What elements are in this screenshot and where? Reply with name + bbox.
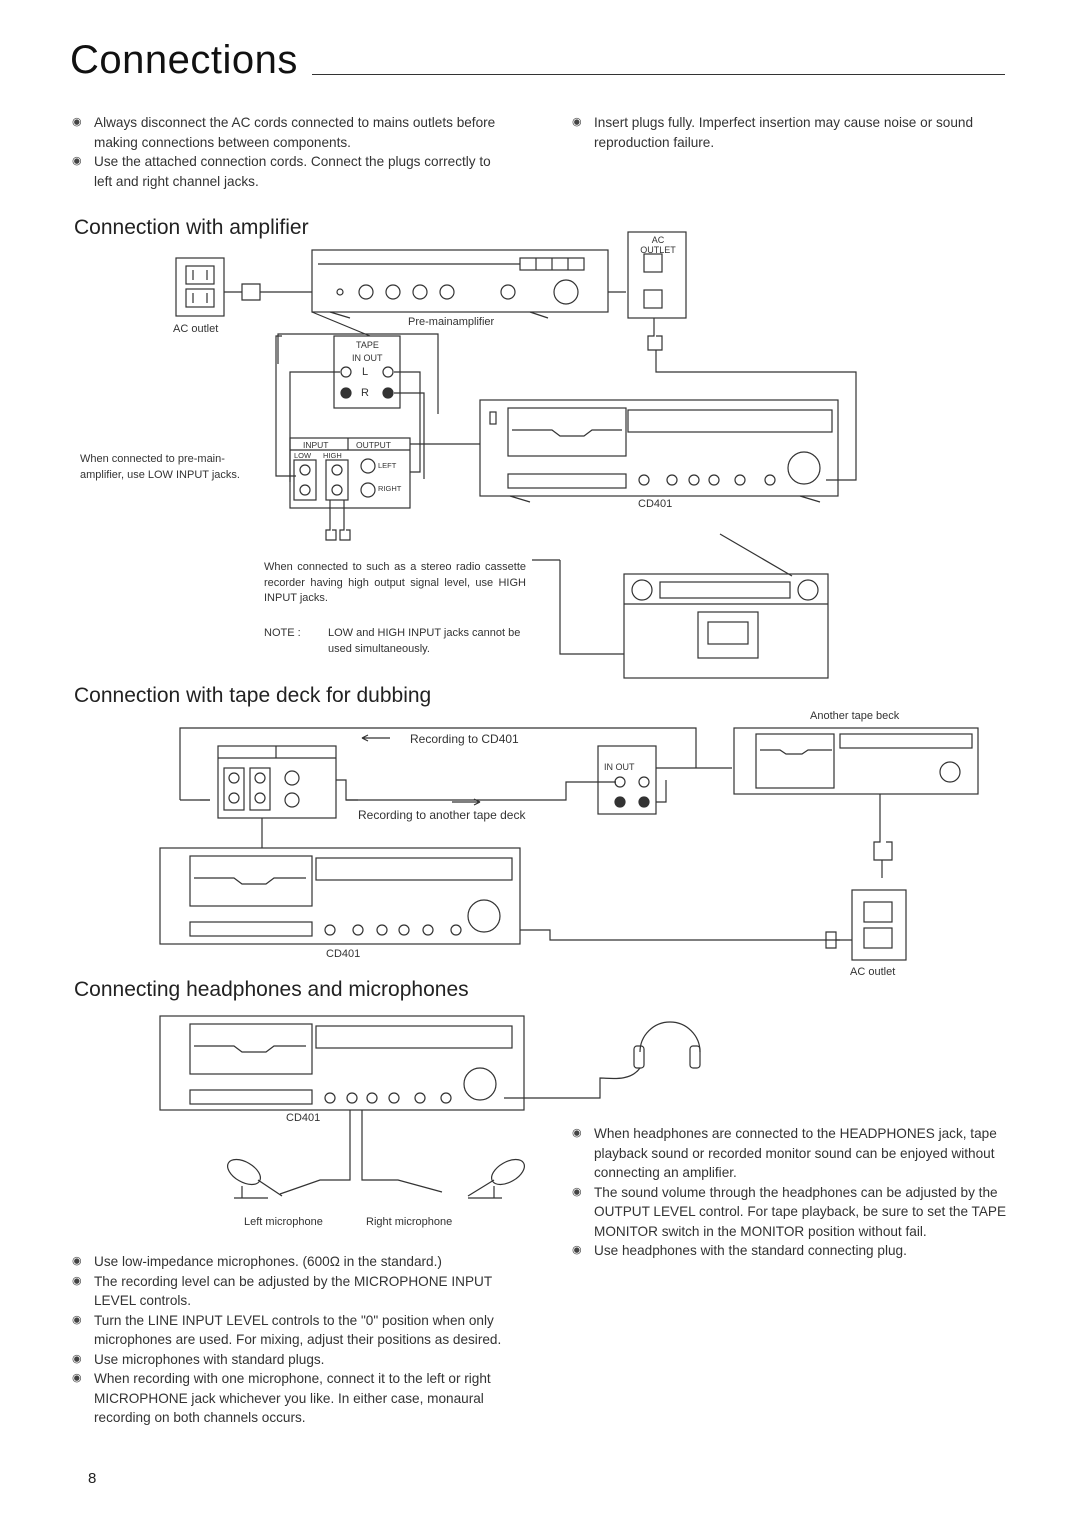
dubbing-cd401-deck-icon [159,847,840,945]
ac-outlet-right-icon [627,231,857,481]
list-item: The sound volume through the headphones … [570,1183,1008,1242]
output-label: OUTPUT [356,440,391,450]
page-title: Connections [70,38,298,82]
recording-to-another: Recording to another tape deck [358,808,526,822]
right-microphone-icon [467,1158,525,1199]
list-item: Use microphones with standard plugs. [70,1350,510,1370]
heading-amplifier: Connection with amplifier [74,216,309,239]
list-item: Insert plugs fully. Imperfect insertion … [570,113,1010,152]
right-mic-label: Right microphone [366,1216,453,1228]
another-deck-label: Another tape beck [810,710,900,722]
cd401-label: CD401 [638,498,673,510]
l-label: L [362,366,369,378]
headphones-cd401-label: CD401 [286,1112,321,1124]
left-label: LEFT [378,461,397,470]
ac-outlet-label: AC outlet [173,323,219,335]
high-input-note: When connected to such as a stereo radio… [264,561,526,604]
radio-cassette-icon [532,533,829,679]
in-out-label: IN OUT [352,353,383,363]
headphones-right-list: When headphones are connected to the HEA… [570,1124,1008,1261]
cd401-deck-icon [479,399,839,503]
headphones-icon [504,1021,701,1099]
list-item: Use headphones with the standard connect… [570,1241,1008,1261]
list-item: Always disconnect the AC cords connected… [70,113,510,152]
left-microphone-icon [227,1158,283,1199]
right-label: RIGHT [378,484,402,493]
heading-dubbing: Connection with tape deck for dubbing [74,684,432,707]
tape-label: TAPE [356,340,379,350]
intro-left-list: Always disconnect the AC cords connected… [70,113,510,191]
r-label: R [361,387,369,399]
microphone-cables [279,1110,443,1195]
list-item: Use the attached connection cords. Conne… [70,152,510,191]
left-mic-label: Left microphone [244,1216,323,1228]
premain-amplifier-icon [311,249,626,319]
ac-outlet-left-icon [175,257,312,317]
dubbing-in-out-label: IN OUT [604,762,635,772]
dubbing-ac-outlet-label: AC outlet [850,966,896,978]
low-input-note: When connected to pre-main-amplifier, us… [80,453,240,481]
headphones-cd401-deck-icon [159,1015,525,1111]
high-label: HIGH [323,451,342,460]
recording-to-cd401: Recording to CD401 [410,732,519,746]
title-rule [312,74,1005,75]
cd401-input-panel [289,437,480,541]
list-item: Turn the LINE INPUT LEVEL controls to th… [70,1311,510,1350]
dubbing-tape-jacks [346,745,732,815]
input-label: INPUT [303,440,329,450]
note-text: LOW and HIGH INPUT jacks cannot be used … [328,627,521,655]
headphones-left-list: Use low-impedance microphones. (600Ω in … [70,1252,510,1428]
note-prefix: NOTE : [264,627,301,639]
intro-right-list: Insert plugs fully. Imperfect insertion … [570,113,1010,152]
ac-outlet-top-label: AC OUTLET [640,235,676,255]
dubbing-ac-outlet-icon [825,889,907,961]
list-item: The recording level can be adjusted by t… [70,1272,510,1311]
dubbing-cd401-label: CD401 [326,948,361,960]
tape-jack-panel [275,311,439,482]
list-item: When headphones are connected to the HEA… [570,1124,1008,1183]
page-number: 8 [88,1470,97,1487]
list-item: When recording with one microphone, conn… [70,1369,510,1428]
premain-label: Pre-mainamplifier [408,316,495,328]
another-tape-deck-icon [733,727,979,878]
list-item: Use low-impedance microphones. (600Ω in … [70,1252,510,1272]
heading-headphones: Connecting headphones and microphones [74,978,469,1001]
low-label: LOW [294,451,312,460]
